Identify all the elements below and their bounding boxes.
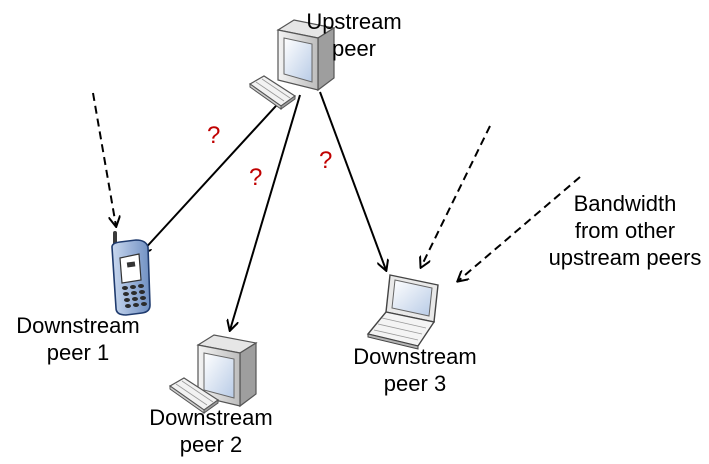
dashed-arrow-peer-1 (92, 92, 116, 226)
downstream-peer-1-label: Downstream peer 1 (8, 312, 148, 366)
downstream-1-label-line-2: peer 1 (46, 340, 110, 365)
downstream-3-label-line-1: Downstream (353, 344, 477, 369)
bandwidth-label-line-1: Bandwidth (573, 191, 677, 216)
downstream-3-label-line-2: peer 3 (383, 371, 447, 396)
dashed-arrow-peer-3-upper (421, 125, 491, 267)
mobile-phone-icon (111, 231, 151, 316)
external-bandwidth-arrows (92, 92, 581, 281)
arrow-to-peer-2 (230, 94, 301, 330)
upstream-label-line-2: peer (331, 36, 377, 61)
unknown-bandwidth-marker-2: ? (249, 164, 263, 191)
downstream-peer-3-label: Downstream peer 3 (345, 343, 485, 397)
unknown-bandwidth-marker-3: ? (319, 147, 333, 174)
unknown-bandwidth-marker-1: ? (207, 122, 221, 149)
bandwidth-label-line-3: upstream peers (548, 245, 702, 270)
laptop-icon (366, 274, 439, 350)
downstream-2-label-line-1: Downstream (149, 405, 273, 430)
dashed-arrow-peer-3-lower (458, 176, 581, 281)
upstream-peer-label: Upstream peer (294, 8, 414, 62)
bandwidth-label-line-2: from other (574, 218, 676, 243)
upstream-computer-icon (248, 19, 336, 110)
bandwidth-label: Bandwidth from other upstream peers (545, 190, 705, 271)
upstream-arrows (141, 91, 386, 330)
upstream-label-line-1: Upstream (306, 9, 402, 34)
downstream-1-label-line-1: Downstream (16, 313, 140, 338)
downstream-peer-2-label: Downstream peer 2 (141, 404, 281, 458)
downstream-2-label-line-2: peer 2 (179, 432, 243, 457)
arrow-to-peer-1 (141, 94, 287, 253)
arrow-to-peer-3 (319, 91, 386, 270)
downstream-computer-icon (168, 334, 258, 414)
